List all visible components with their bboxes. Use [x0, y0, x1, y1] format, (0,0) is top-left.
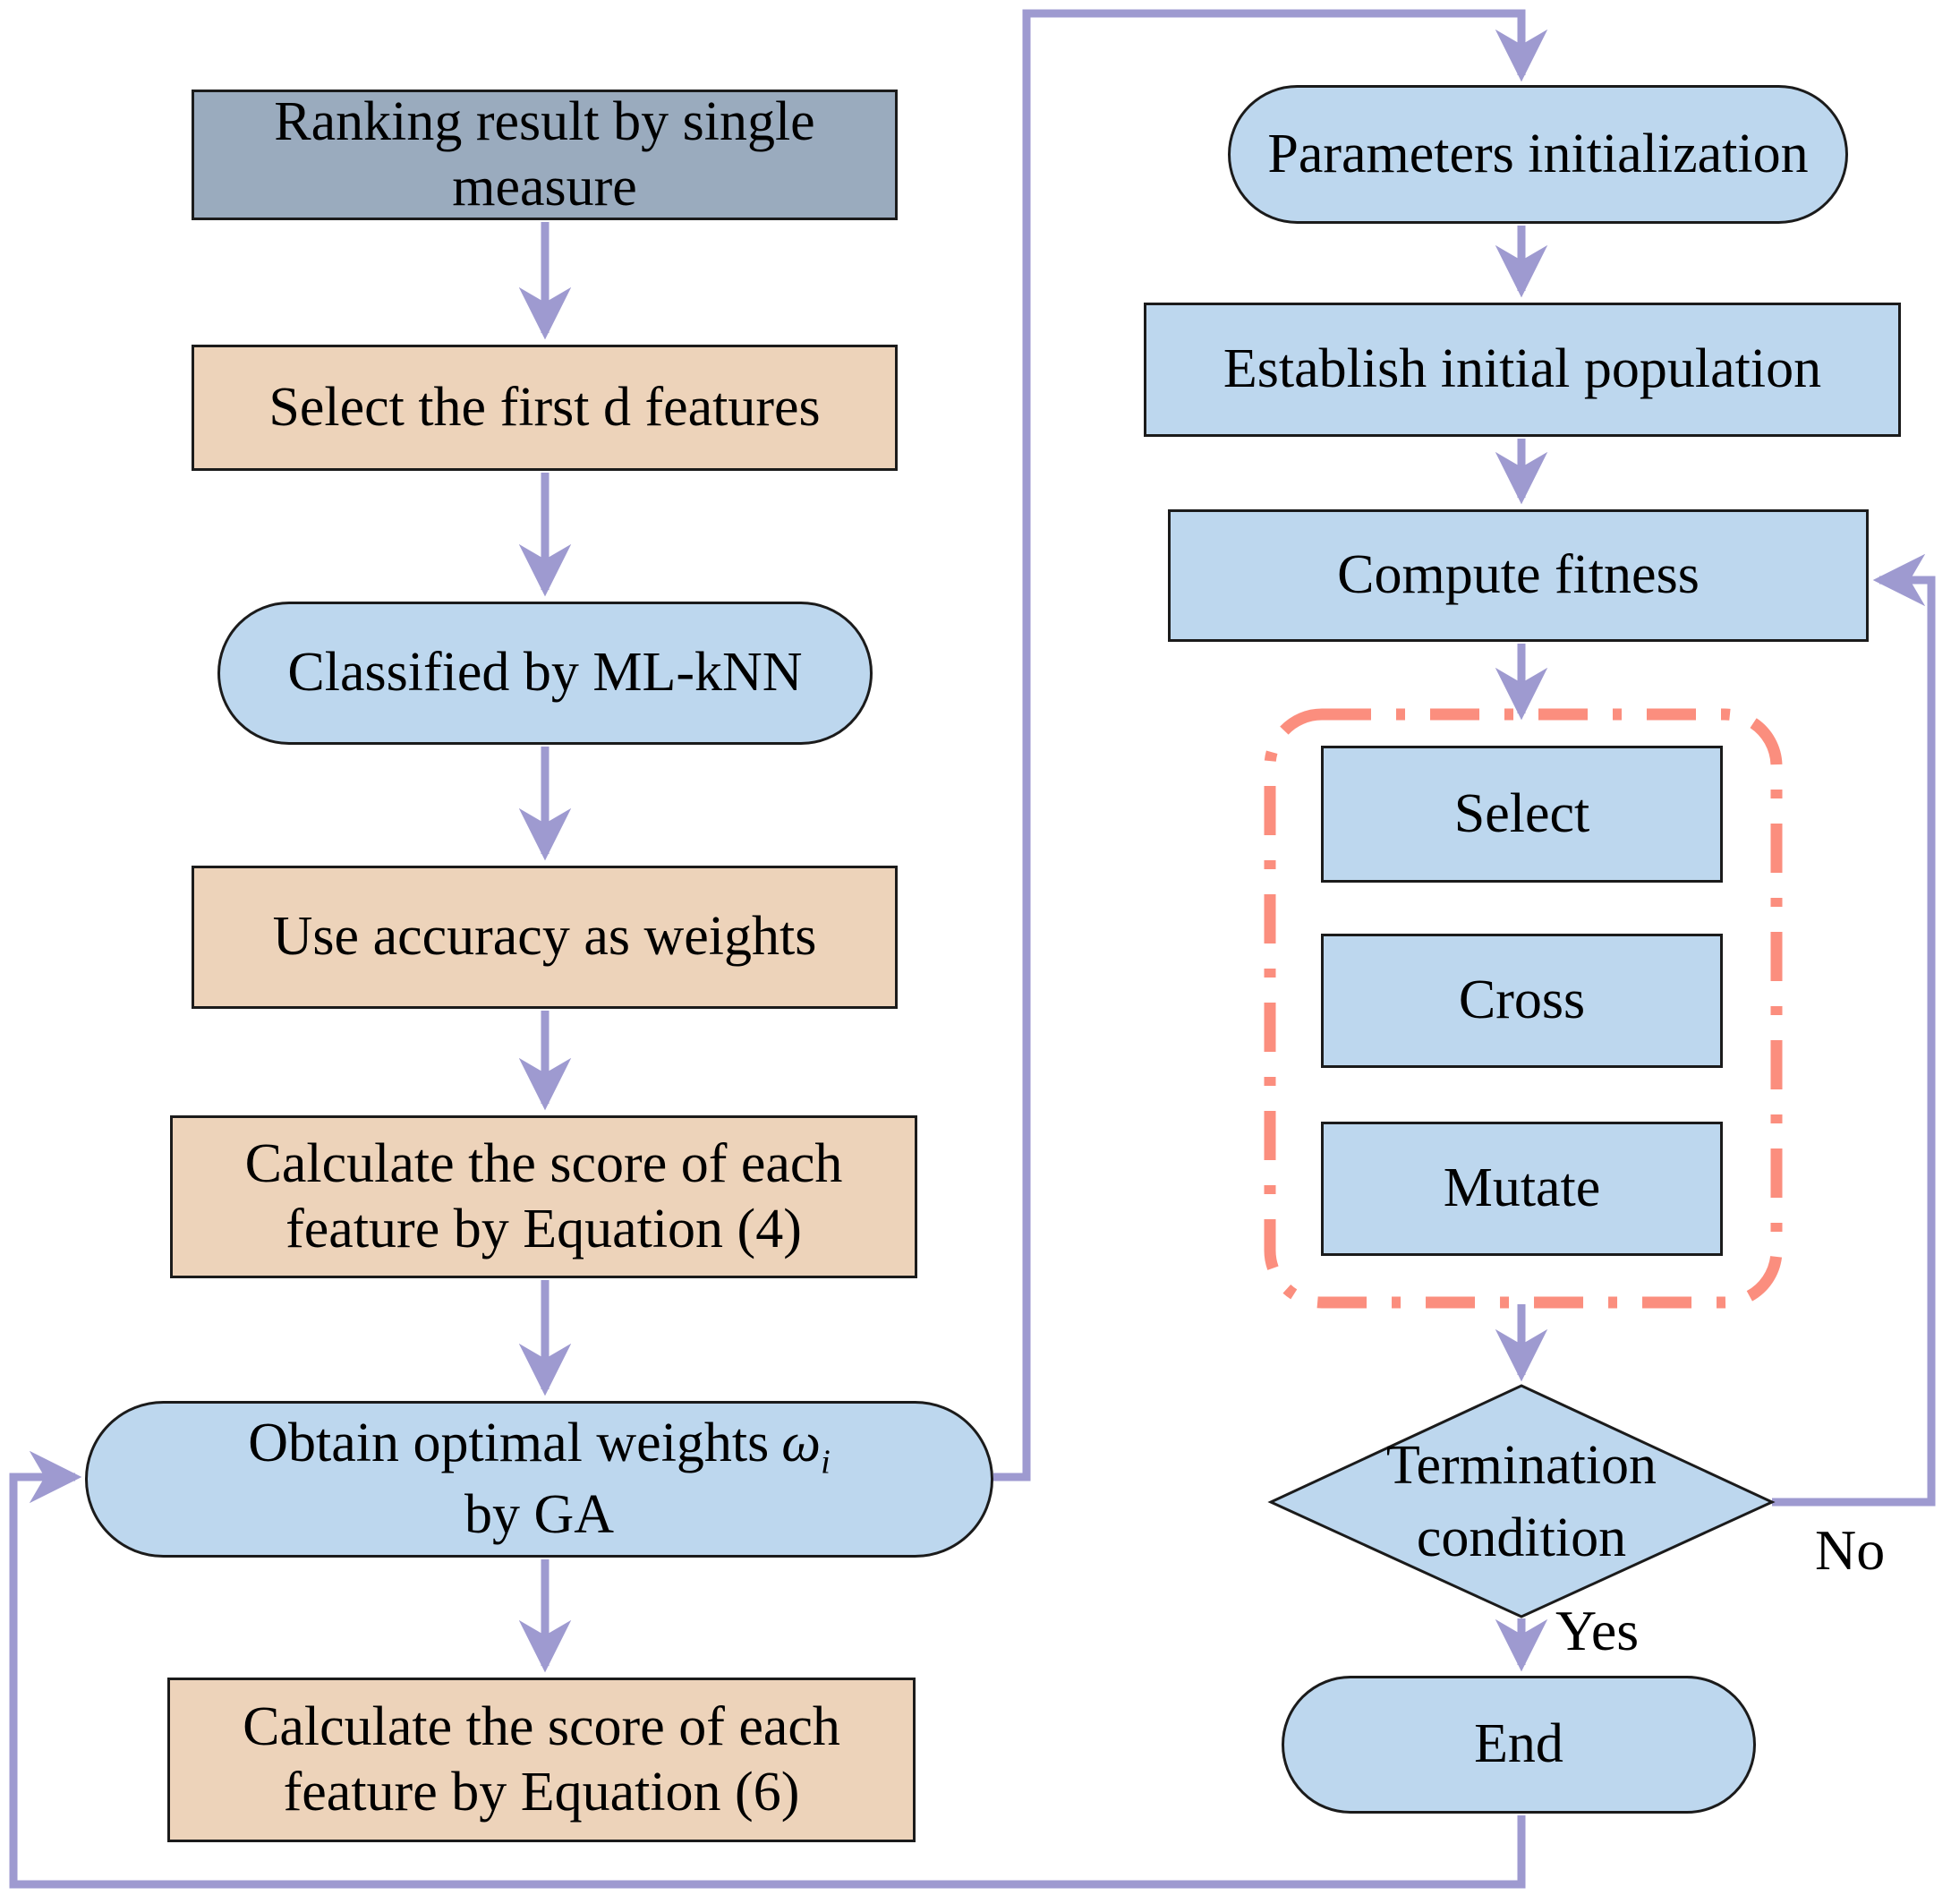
omega-symbol: ω: [781, 1412, 822, 1473]
node-select-first-d-features: Select the first d features: [192, 345, 898, 471]
node-score-equation-6: Calculate the score of each feature by E…: [167, 1678, 916, 1842]
node-ranking-result: Ranking result by single measure: [192, 90, 898, 220]
node-parameters-initialization: Parameters initialization: [1228, 85, 1848, 224]
node-score-equation-4: Calculate the score of each feature by E…: [170, 1115, 917, 1278]
edge-label-no: No: [1815, 1518, 1886, 1582]
node-ga-cross: Cross: [1321, 934, 1723, 1068]
omega-subscript: i: [821, 1442, 831, 1481]
node-end: End: [1282, 1676, 1756, 1814]
edge-label-yes: Yes: [1555, 1599, 1640, 1662]
node-compute-fitness: Compute fitness: [1168, 509, 1869, 642]
node-ga-mutate: Mutate: [1321, 1122, 1723, 1256]
ga-operators-group-border: [1264, 708, 1783, 1309]
node-score-equation-6-label: Calculate the score of each feature by E…: [243, 1695, 840, 1823]
termination-diamond-shape: [1267, 1384, 1776, 1618]
node-end-label: End: [1474, 1713, 1563, 1775]
node-establish-initial-population: Establish initial population: [1144, 303, 1901, 437]
node-termination-condition-line2: condition: [1416, 1507, 1627, 1568]
node-use-accuracy-as-weights-label: Use accuracy as weights: [272, 906, 817, 968]
edge-end-to-weights: [9, 1450, 1526, 1889]
node-ga-select-label: Select: [1453, 782, 1590, 844]
node-ga-cross-label: Cross: [1458, 969, 1586, 1031]
node-use-accuracy-as-weights: Use accuracy as weights: [192, 866, 898, 1009]
node-ranking-result-label: Ranking result by single measure: [274, 90, 815, 218]
edge-weights-to-params: [993, 9, 1548, 1481]
node-compute-fitness-label: Compute fitness: [1337, 544, 1700, 606]
node-obtain-optimal-weights-line2: by GA: [464, 1484, 615, 1546]
node-score-equation-4-label: Calculate the score of each feature by E…: [244, 1132, 843, 1259]
node-classified-by-mlknn-label: Classified by ML-kNN: [287, 642, 803, 704]
node-ga-select: Select: [1321, 746, 1723, 883]
node-select-first-d-features-label: Select the first d features: [268, 376, 821, 438]
node-termination-condition-line1: Termination: [1385, 1435, 1657, 1497]
node-termination-condition: Termination condition: [1280, 1395, 1763, 1609]
node-ga-mutate-label: Mutate: [1443, 1157, 1601, 1219]
edge-termination-no-to-fitness: [1772, 553, 1936, 1507]
node-establish-initial-population-label: Establish initial population: [1223, 338, 1822, 400]
node-parameters-initialization-label: Parameters initialization: [1267, 123, 1809, 184]
node-classified-by-mlknn: Classified by ML-kNN: [217, 602, 873, 745]
